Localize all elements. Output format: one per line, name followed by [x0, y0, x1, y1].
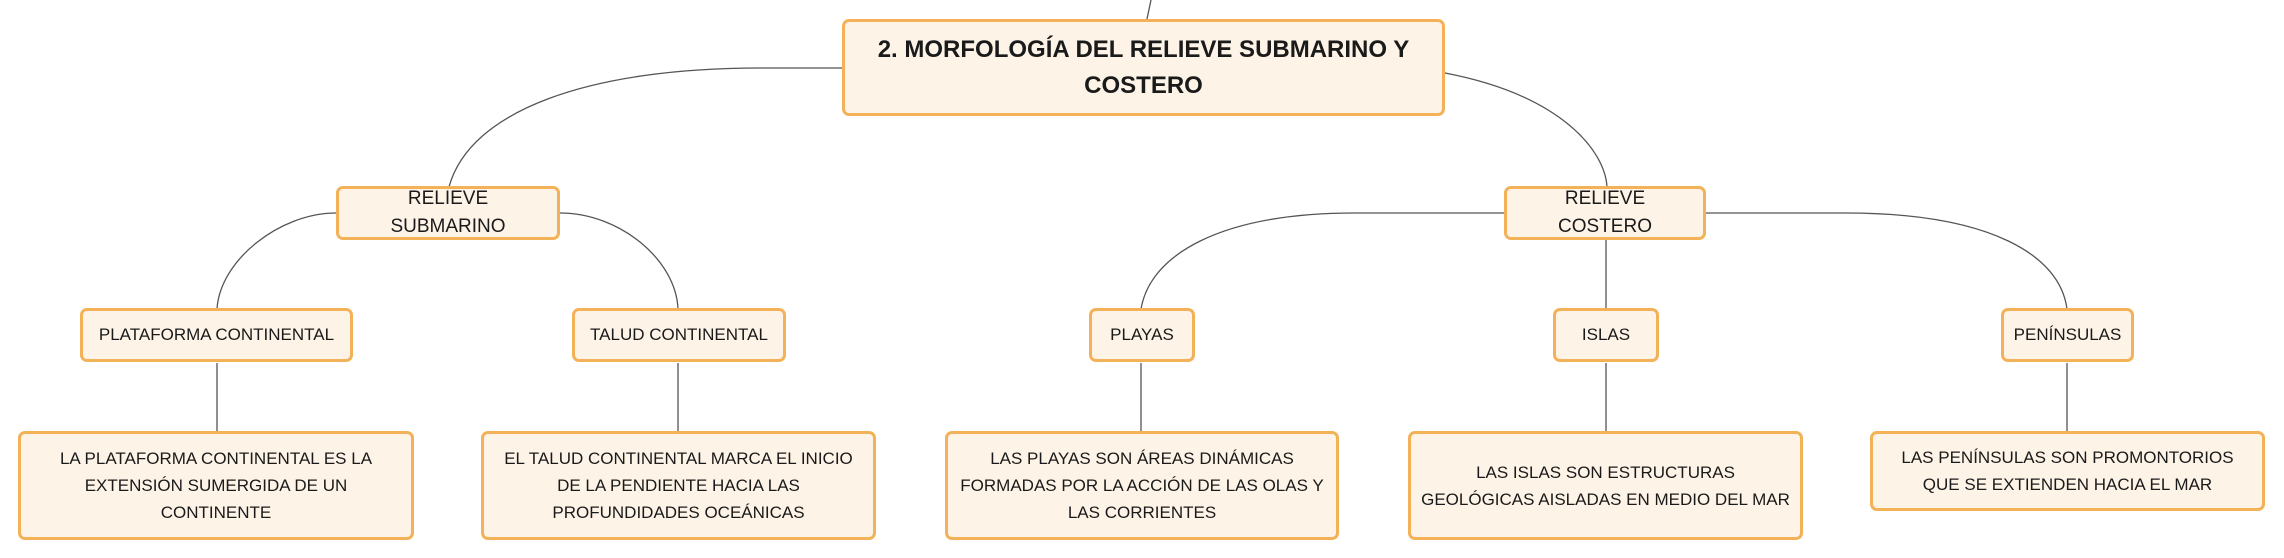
subtopic-islas[interactable]: ISLAS	[1553, 308, 1659, 362]
root-topic-label: 2. MORFOLOGÍA DEL RELIEVE SUBMARINO Y CO…	[877, 35, 1410, 99]
detail-text: EL TALUD CONTINENTAL MARCA EL INICIO DE …	[504, 449, 853, 522]
detail-text: LA PLATAFORMA CONTINENTAL ES LA EXTENSIÓ…	[59, 449, 373, 522]
subtopic-plataforma-continental[interactable]: PLATAFORMA CONTINENTAL	[80, 308, 353, 362]
detail-plataforma-continental[interactable]: LA PLATAFORMA CONTINENTAL ES LA EXTENSIÓ…	[18, 431, 414, 540]
detail-text: LAS PLAYAS SON ÁREAS DINÁMICAS FORMADAS …	[960, 449, 1324, 522]
connector-root-parent	[1146, 0, 1152, 20]
detail-islas[interactable]: LAS ISLAS SON ESTRUCTURAS GEOLÓGICAS AIS…	[1408, 431, 1803, 540]
connector-root-costero	[1444, 72, 1608, 188]
subtopic-label: PLAYAS	[1110, 324, 1174, 344]
subtopic-label: TALUD CONTINENTAL	[590, 324, 768, 344]
connector-root-submarino	[448, 67, 842, 188]
connector-submarino-talud	[559, 212, 679, 310]
detail-talud-continental[interactable]: EL TALUD CONTINENTAL MARCA EL INICIO DE …	[481, 431, 876, 540]
detail-playas[interactable]: LAS PLAYAS SON ÁREAS DINÁMICAS FORMADAS …	[945, 431, 1339, 540]
connector-submarino-plataforma	[216, 212, 337, 310]
topic-label: RELIEVE SUBMARINO	[390, 188, 506, 237]
topic-relieve-submarino[interactable]: RELIEVE SUBMARINO	[336, 186, 560, 240]
connector-costero-playas	[1140, 212, 1504, 310]
detail-text: LAS ISLAS SON ESTRUCTURAS GEOLÓGICAS AIS…	[1421, 462, 1790, 509]
subtopic-peninsulas[interactable]: PENÍNSULAS	[2001, 308, 2134, 362]
connector-costero-peninsulas	[1706, 212, 2068, 310]
subtopic-playas[interactable]: PLAYAS	[1089, 308, 1195, 362]
subtopic-talud-continental[interactable]: TALUD CONTINENTAL	[572, 308, 786, 362]
subtopic-label: PENÍNSULAS	[2013, 324, 2122, 344]
topic-relieve-costero[interactable]: RELIEVE COSTERO	[1504, 186, 1706, 240]
detail-text: LAS PENÍNSULAS SON PROMONTORIOS QUE SE E…	[1901, 448, 2234, 494]
detail-peninsulas[interactable]: LAS PENÍNSULAS SON PROMONTORIOS QUE SE E…	[1870, 431, 2265, 511]
subtopic-label: PLATAFORMA CONTINENTAL	[98, 324, 335, 344]
subtopic-label: ISLAS	[1581, 324, 1631, 344]
root-topic[interactable]: 2. MORFOLOGÍA DEL RELIEVE SUBMARINO Y CO…	[842, 19, 1445, 116]
topic-label: RELIEVE COSTERO	[1558, 188, 1652, 237]
